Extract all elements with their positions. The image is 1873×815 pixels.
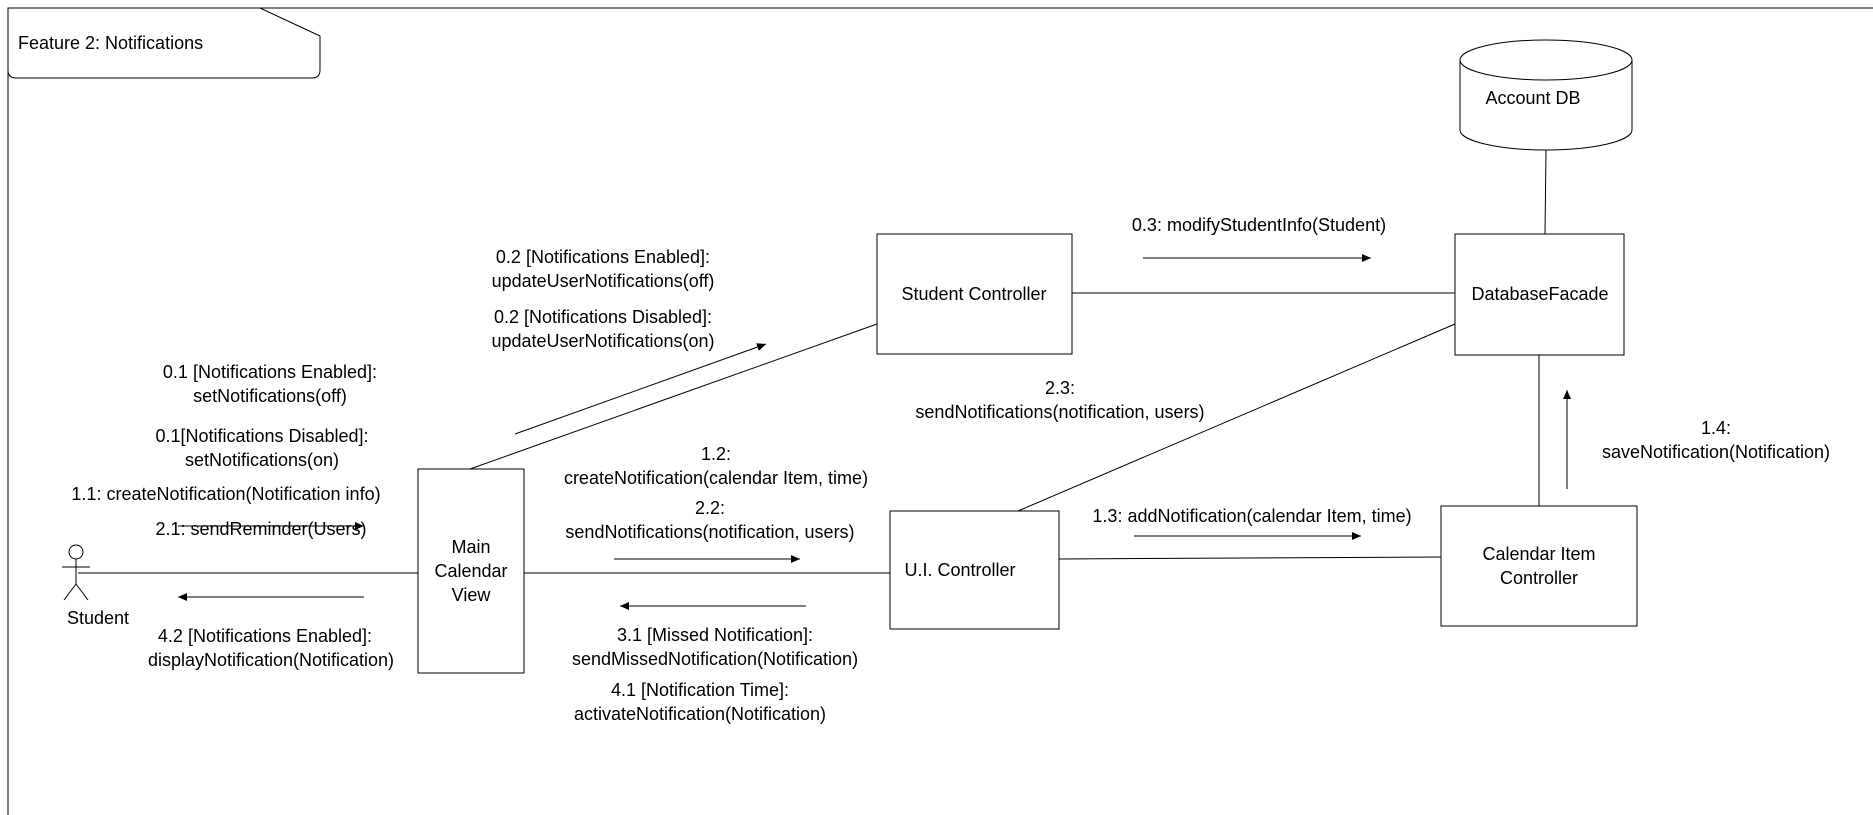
message-text: setNotifications(off): [193, 386, 347, 406]
message-text: updateUserNotifications(on): [491, 331, 714, 351]
stick-figure-icon: [62, 544, 90, 601]
student-actor[interactable]: Student: [62, 544, 129, 628]
message-text: setNotifications(on): [185, 450, 339, 470]
database-icon: [1459, 39, 1633, 151]
message-0-2-disabled: 0.2 [Notifications Disabled]: updateUser…: [491, 307, 714, 351]
diagram-frame: Feature 2: Notifications: [7, 7, 1873, 815]
message-text: 2.3:: [1045, 378, 1075, 398]
message-1-4: 1.4: saveNotification(Notification): [1602, 418, 1830, 462]
message-text: displayNotification(Notification): [148, 650, 394, 670]
node-calendar-item-controller[interactable]: Calendar Item Controller: [1440, 505, 1638, 627]
node-label: Student Controller: [901, 284, 1046, 304]
message-0-2-enabled: 0.2 [Notifications Enabled]: updateUserN…: [492, 247, 715, 291]
message-text: 0.1[Notifications Disabled]:: [155, 426, 368, 446]
node-label: View: [452, 585, 492, 605]
message-text: 0.2 [Notifications Disabled]:: [494, 307, 712, 327]
link-main-student-controller: [469, 323, 878, 470]
node-ui-controller[interactable]: U.I. Controller: [889, 510, 1060, 630]
node-label: DatabaseFacade: [1471, 284, 1608, 304]
message-text: 2.2:: [695, 498, 725, 518]
message-2-3: 2.3: sendNotifications(notification, use…: [915, 378, 1204, 422]
node-main-calendar-view[interactable]: Main Calendar View: [417, 468, 525, 674]
message-3-1: 3.1 [Missed Notification]: sendMissedNot…: [572, 625, 858, 669]
links: [78, 149, 1547, 574]
message-text: 4.1 [Notification Time]:: [611, 680, 789, 700]
message-text: createNotification(calendar Item, time): [564, 468, 868, 488]
message-0-1-disabled: 0.1[Notifications Disabled]: setNotifica…: [155, 426, 368, 470]
node-account-db[interactable]: Account DB: [1459, 39, 1633, 151]
node-label: Main: [451, 537, 490, 557]
arrow-to-student-controller: [514, 343, 767, 435]
message-1-2: 1.2: createNotification(calendar Item, t…: [564, 444, 868, 488]
message-text: 3.1 [Missed Notification]:: [617, 625, 813, 645]
message-text: activateNotification(Notification): [574, 704, 826, 724]
message-0-3: 0.3: modifyStudentInfo(Student): [1132, 215, 1386, 235]
message-text: saveNotification(Notification): [1602, 442, 1830, 462]
message-4-2: 4.2 [Notifications Enabled]: displayNoti…: [148, 626, 394, 670]
frame-title: Feature 2: Notifications: [18, 33, 203, 53]
node-label: Account DB: [1485, 88, 1580, 108]
message-4-1: 4.1 [Notification Time]: activateNotific…: [574, 680, 826, 724]
node-label: Controller: [1500, 568, 1578, 588]
message-text: 0.2 [Notifications Enabled]:: [496, 247, 710, 267]
message-2-2: 2.2: sendNotifications(notification, use…: [565, 498, 854, 542]
link-ui-controller-db-facade: [1017, 323, 1456, 512]
message-text: sendNotifications(notification, users): [565, 522, 854, 542]
link-ui-controller-calendar-item: [1058, 556, 1442, 560]
node-label: U.I. Controller: [904, 560, 1015, 580]
frame-title-tab: [7, 7, 321, 79]
node-database-facade[interactable]: DatabaseFacade: [1454, 233, 1625, 356]
node-label: Calendar: [434, 561, 507, 581]
node-label: Calendar Item: [1482, 544, 1595, 564]
message-text: sendMissedNotification(Notification): [572, 649, 858, 669]
message-text: 0.1 [Notifications Enabled]:: [163, 362, 377, 382]
message-labels: 0.1 [Notifications Enabled]: setNotifica…: [71, 215, 1830, 724]
message-text: updateUserNotifications(off): [492, 271, 715, 291]
actor-label: Student: [67, 608, 129, 628]
node-student-controller[interactable]: Student Controller: [876, 233, 1073, 355]
link-db-facade-account-db: [1544, 149, 1547, 235]
message-text: sendNotifications(notification, users): [915, 402, 1204, 422]
message-text: 1.2:: [701, 444, 731, 464]
message-1-1: 1.1: createNotification(Notification inf…: [71, 484, 380, 504]
message-1-3: 1.3: addNotification(calendar Item, time…: [1092, 506, 1411, 526]
message-text: 1.4:: [1701, 418, 1731, 438]
message-text: 4.2 [Notifications Enabled]:: [158, 626, 372, 646]
message-arrows: [178, 254, 1571, 610]
message-2-1: 2.1: sendReminder(Users): [155, 519, 366, 539]
message-0-1-enabled: 0.1 [Notifications Enabled]: setNotifica…: [163, 362, 377, 406]
